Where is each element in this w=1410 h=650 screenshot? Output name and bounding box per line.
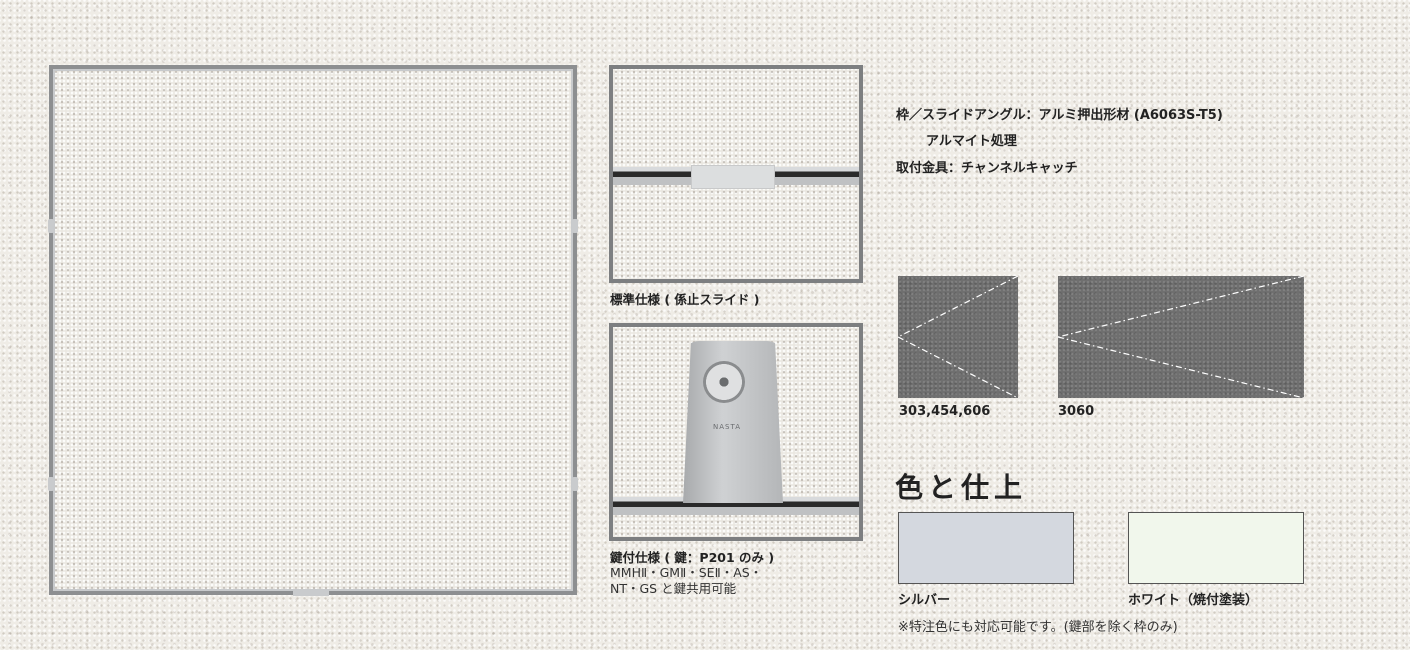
key-spec-compat-line-1: MMHⅡ・GMⅡ・SEⅡ・AS・ <box>610 565 763 580</box>
spec-fitting: 取付金具：チャンネルキャッチ <box>896 161 1078 176</box>
standard-spec-caption: 標準仕様 ( 係止スライド ) <box>610 292 760 307</box>
spec-anodize: アルマイト処理 <box>926 134 1017 149</box>
brand-mark: NASTA <box>713 423 741 431</box>
white-color-swatch <box>1128 512 1304 584</box>
silver-color-swatch <box>898 512 1074 584</box>
silver-color-label: シルバー <box>898 593 951 608</box>
key-spec-caption: 鍵付仕様 ( 鍵：P201 のみ ) <box>610 550 775 565</box>
diagram-large-size-label: 3060 <box>1058 404 1095 419</box>
color-finish-heading: 色と仕上 <box>895 471 1028 504</box>
diagram-small-size-label: 303,454,606 <box>899 404 991 419</box>
custom-color-note: ※特注色にも対応可能です。(鍵部を除く枠のみ) <box>898 620 1178 635</box>
lock-plate: NASTA <box>683 341 783 503</box>
slide-lock-piece <box>691 165 775 189</box>
standard-slide-detail-image <box>609 65 863 283</box>
frame-clip <box>48 219 54 233</box>
keyhole-icon <box>703 361 745 403</box>
white-color-label: ホワイト（焼付塗装） <box>1128 593 1259 608</box>
key-lock-detail-image: NASTA <box>609 323 863 541</box>
ceiling-hatch-panel-image <box>48 65 578 596</box>
key-spec-compat-line-2: NT・GS と鍵共用可能 <box>610 581 737 596</box>
slide-angle-rail <box>613 497 859 515</box>
frame-clip <box>572 219 578 233</box>
frame-clip <box>48 477 54 491</box>
frame-clip <box>572 477 578 491</box>
opening-diagram-small <box>898 276 1018 398</box>
opening-diagram-large <box>1058 276 1304 398</box>
frame-bottom-tab <box>293 590 329 596</box>
spec-frame-material: 枠／スライドアングル：アルミ押出形材 (A6063S-T5) <box>896 108 1223 123</box>
